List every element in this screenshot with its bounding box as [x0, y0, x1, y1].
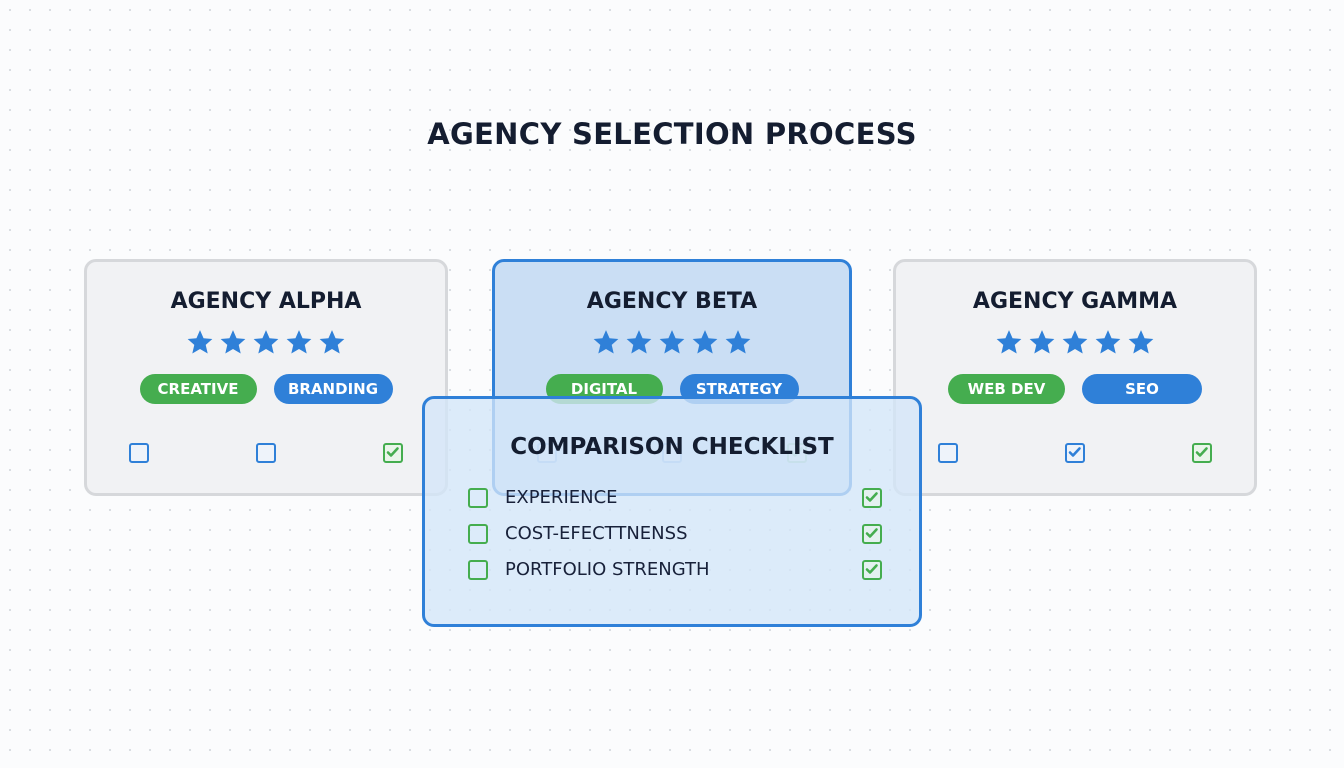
criteria-checkboxes: [129, 443, 403, 467]
tag-pill: CREATIVE: [139, 374, 257, 404]
tag-list: CREATIVE BRANDING: [87, 374, 445, 404]
star-icon: [1028, 328, 1056, 356]
checkbox-icon[interactable]: [468, 524, 488, 544]
checkbox-icon[interactable]: [256, 443, 276, 463]
checkbox-icon[interactable]: [1065, 443, 1085, 463]
star-icon: [186, 328, 214, 356]
star-icon: [285, 328, 313, 356]
checklist-item-label: EXPERIENCE: [505, 487, 618, 508]
star-icon: [252, 328, 280, 356]
checkbox-icon[interactable]: [938, 443, 958, 463]
checkbox-icon[interactable]: [383, 443, 403, 463]
star-rating: [896, 328, 1254, 356]
star-icon: [691, 328, 719, 356]
agency-name: AGENCY GAMMA: [972, 289, 1178, 314]
page-title: AGENCY SELECTION PROCESS: [427, 117, 917, 151]
checklist-item: PORTFOLIO STRENGTH: [468, 559, 882, 581]
checklist-item-label: PORTFOLIO STRENGTH: [505, 559, 710, 580]
star-icon: [592, 328, 620, 356]
star-icon: [658, 328, 686, 356]
star-icon: [219, 328, 247, 356]
agency-card-alpha[interactable]: AGENCY ALPHA CREATIVE BRANDING: [84, 259, 448, 496]
checklist-title: COMPARISON CHECKLIST: [510, 434, 834, 460]
agency-name: AGENCY ALPHA: [170, 289, 362, 314]
checklist-item: EXPERIENCE: [468, 487, 882, 509]
checklist-item-label: COST-EFECTTNENSS: [505, 523, 688, 544]
checklist-item: COST-EFECTTNENSS: [468, 523, 882, 545]
agency-card-gamma[interactable]: AGENCY GAMMA WEB DEV SEO: [893, 259, 1257, 496]
comparison-checklist-panel: COMPARISON CHECKLIST EXPERIENCE COST-EFE…: [422, 396, 922, 627]
tag-list: WEB DEV SEO: [896, 374, 1254, 404]
star-rating: [495, 328, 849, 356]
checkbox-icon[interactable]: [468, 560, 488, 580]
star-icon: [995, 328, 1023, 356]
agency-name: AGENCY BETA: [586, 289, 758, 314]
star-icon: [1094, 328, 1122, 356]
tag-pill: BRANDING: [273, 374, 393, 404]
star-rating: [87, 328, 445, 356]
checkbox-icon[interactable]: [129, 443, 149, 463]
checkbox-icon[interactable]: [468, 488, 488, 508]
tag-pill: SEO: [1082, 374, 1202, 404]
tag-list: DIGITAL STRATEGY: [495, 374, 849, 404]
star-icon: [318, 328, 346, 356]
star-icon: [724, 328, 752, 356]
tag-pill: WEB DEV: [948, 374, 1065, 404]
checkbox-icon[interactable]: [1192, 443, 1212, 463]
checkbox-icon[interactable]: [862, 524, 882, 544]
star-icon: [625, 328, 653, 356]
star-icon: [1061, 328, 1089, 356]
checkbox-icon[interactable]: [862, 488, 882, 508]
criteria-checkboxes: [938, 443, 1212, 467]
star-icon: [1127, 328, 1155, 356]
checkbox-icon[interactable]: [862, 560, 882, 580]
